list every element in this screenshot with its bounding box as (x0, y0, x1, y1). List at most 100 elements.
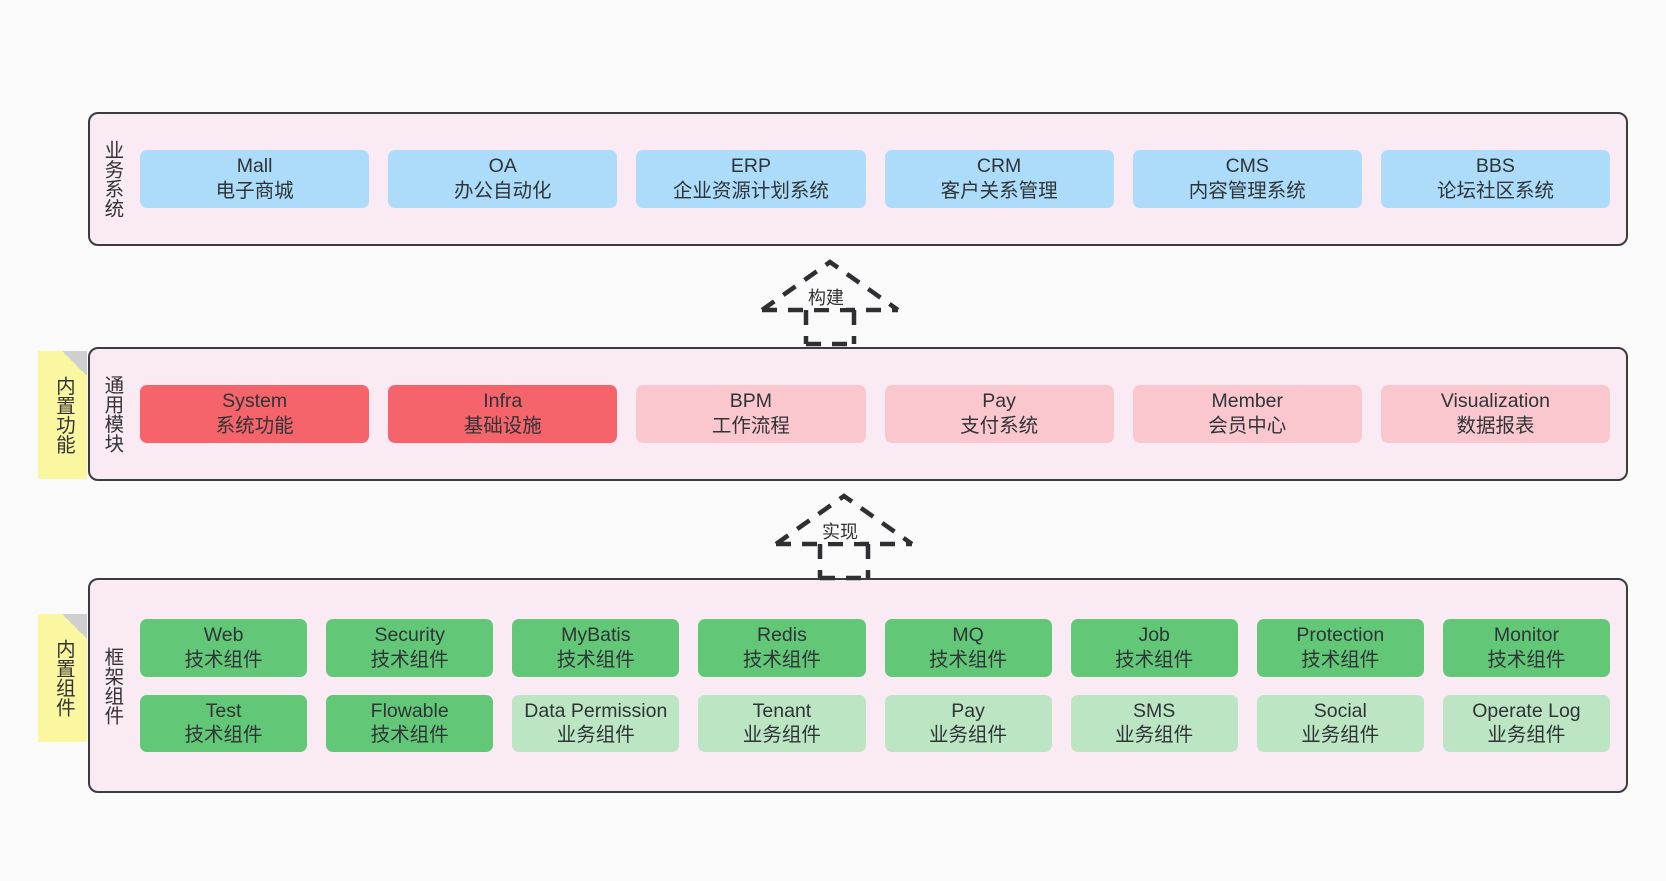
node-label-en: BPM (729, 390, 773, 413)
node-job[interactable]: Job 技术组件 (1070, 618, 1238, 677)
node-system[interactable]: System 系统功能 (140, 385, 370, 443)
node-label-cn: 业务组件 (929, 724, 1008, 747)
node-row: Mall 电子商城 OA 办公自动化 ERP 企业资源计划系统 CRM 客户关系… (140, 150, 1611, 208)
node-label-cn: 技术组件 (556, 648, 635, 671)
node-label-cn: 业务组件 (1487, 724, 1566, 747)
node-label-cn: 办公自动化 (454, 180, 552, 202)
node-label-en: MyBatis (561, 623, 631, 646)
node-label-en: ERP (730, 155, 771, 178)
node-label-en: System (222, 390, 288, 413)
node-oa[interactable]: OA 办公自动化 (388, 150, 618, 208)
node-label-cn: 技术组件 (184, 648, 263, 671)
layer-business-system-body: Mall 电子商城 OA 办公自动化 ERP 企业资源计划系统 CRM 客户关系… (132, 114, 1626, 244)
node-label-en: OA (488, 155, 517, 178)
node-label-cn: 内容管理系统 (1188, 180, 1306, 202)
layer-common-module: 通用模块 System 系统功能 Infra 基础设施 BPM 工作流程 Pay… (88, 347, 1628, 481)
node-label-cn: 技术组件 (1301, 648, 1380, 671)
node-redis[interactable]: Redis 技术组件 (698, 618, 866, 677)
node-protection[interactable]: Protection 技术组件 (1256, 618, 1424, 677)
node-label-en: Test (205, 699, 242, 722)
node-label-en: Operate Log (1472, 699, 1581, 722)
node-label-cn: 业务组件 (1301, 724, 1380, 747)
node-label-en: Flowable (370, 699, 449, 722)
node-label-cn: 企业资源计划系统 (672, 180, 829, 202)
node-test[interactable]: Test 技术组件 (140, 694, 308, 753)
node-label-cn: 技术组件 (1115, 648, 1194, 671)
node-label-cn: 技术组件 (370, 724, 449, 747)
note-fold-corner-icon (62, 614, 87, 639)
node-label-cn: 技术组件 (184, 724, 263, 747)
node-label-cn: 技术组件 (1487, 648, 1566, 671)
note-builtin-component: 内置组件 (38, 614, 87, 742)
node-label-en: Monitor (1493, 623, 1559, 646)
note-fold-corner-icon (62, 351, 87, 376)
node-web[interactable]: Web 技术组件 (140, 618, 308, 677)
node-mq[interactable]: MQ 技术组件 (884, 618, 1052, 677)
node-pay-component[interactable]: Pay 业务组件 (884, 694, 1052, 753)
node-data-permission[interactable]: Data Permission 业务组件 (512, 694, 680, 753)
node-label-en: Redis (757, 623, 807, 646)
node-label-en: CRM (976, 155, 1022, 178)
node-label-en: Data Permission (524, 699, 668, 722)
layer-common-module-body: System 系统功能 Infra 基础设施 BPM 工作流程 Pay 支付系统… (132, 349, 1626, 479)
layer-business-system-title: 业务系统 (100, 140, 123, 218)
node-operate-log[interactable]: Operate Log 业务组件 (1442, 694, 1610, 753)
node-bpm[interactable]: BPM 工作流程 (636, 385, 866, 443)
node-label-en: SMS (1133, 699, 1176, 722)
node-label-cn: 业务组件 (1115, 724, 1194, 747)
node-erp[interactable]: ERP 企业资源计划系统 (636, 150, 866, 208)
node-tenant[interactable]: Tenant 业务组件 (698, 694, 866, 753)
arrow-implement: 实现 (774, 492, 914, 581)
node-label-en: Tenant (752, 699, 812, 722)
layer-framework-component-title: 框架组件 (100, 646, 123, 725)
node-crm[interactable]: CRM 客户关系管理 (884, 150, 1114, 208)
node-sms[interactable]: SMS 业务组件 (1070, 694, 1238, 753)
node-label-cn: 数据报表 (1456, 415, 1535, 437)
node-flowable[interactable]: Flowable 技术组件 (326, 694, 494, 753)
node-label-en: Mall (236, 155, 273, 178)
note-builtin-function: 内置功能 (38, 351, 87, 479)
node-label-en: Protection (1296, 623, 1385, 646)
node-label-en: Security (374, 623, 445, 646)
node-label-en: Visualization (1440, 390, 1551, 413)
node-row: Web 技术组件 Security 技术组件 MyBatis 技术组件 Redi… (140, 618, 1610, 677)
arrow-implement-label: 实现 (820, 522, 860, 542)
node-label-en: Social (1313, 699, 1367, 722)
node-label-en: CMS (1225, 155, 1269, 178)
node-label-cn: 系统功能 (215, 415, 294, 437)
node-bbs[interactable]: BBS 论坛社区系统 (1380, 150, 1611, 208)
node-label-cn: 工作流程 (711, 415, 790, 437)
layer-framework-component-body: Web 技术组件 Security 技术组件 MyBatis 技术组件 Redi… (132, 580, 1626, 791)
node-row: System 系统功能 Infra 基础设施 BPM 工作流程 Pay 支付系统… (140, 385, 1611, 443)
node-visualization[interactable]: Visualization 数据报表 (1380, 385, 1611, 443)
layer-common-module-title: 通用模块 (100, 375, 123, 453)
node-member[interactable]: Member 会员中心 (1132, 385, 1362, 443)
node-label-cn: 支付系统 (960, 415, 1039, 437)
node-pay-module[interactable]: Pay 支付系统 (884, 385, 1114, 443)
note-label: 内置组件 (52, 639, 75, 717)
note-label: 内置功能 (52, 376, 75, 454)
node-label-en: Pay (982, 390, 1016, 413)
node-mall[interactable]: Mall 电子商城 (140, 150, 370, 208)
node-label-cn: 电子商城 (215, 180, 294, 202)
arrow-build: 构建 (760, 258, 900, 347)
node-cms[interactable]: CMS 内容管理系统 (1132, 150, 1362, 208)
node-label-cn: 客户关系管理 (940, 180, 1058, 202)
node-label-en: Job (1138, 623, 1170, 646)
node-label-cn: 业务组件 (742, 724, 821, 747)
node-infra[interactable]: Infra 基础设施 (388, 385, 618, 443)
node-social[interactable]: Social 业务组件 (1256, 694, 1424, 753)
node-mybatis[interactable]: MyBatis 技术组件 (512, 618, 680, 677)
node-label-en: MQ (952, 623, 984, 646)
node-label-en: Infra (483, 390, 523, 413)
node-label-cn: 技术组件 (929, 648, 1008, 671)
node-label-en: Web (203, 623, 244, 646)
node-label-cn: 业务组件 (556, 724, 635, 747)
node-monitor[interactable]: Monitor 技术组件 (1442, 618, 1610, 677)
node-label-cn: 技术组件 (742, 648, 821, 671)
node-security[interactable]: Security 技术组件 (326, 618, 494, 677)
node-label-en: BBS (1475, 155, 1515, 178)
node-label-cn: 技术组件 (370, 648, 449, 671)
node-label-cn: 基础设施 (463, 415, 542, 437)
